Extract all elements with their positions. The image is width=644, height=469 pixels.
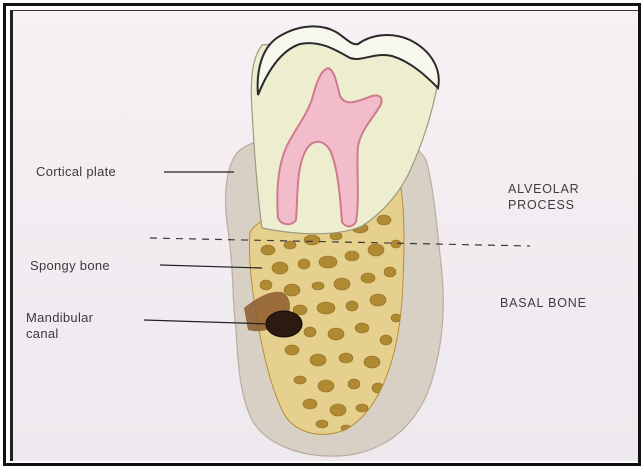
cortical-plate-label: Cortical plate bbox=[36, 164, 116, 179]
alveolar-process-label-line1: ALVEOLAR bbox=[508, 182, 579, 197]
spongy-bone-label: Spongy bone bbox=[30, 258, 110, 273]
basal-bone-label: BASAL BONE bbox=[500, 296, 587, 311]
mandibular-canal-label-line2: canal bbox=[26, 326, 59, 341]
mandibular-canal-label-line1: Mandibular bbox=[26, 310, 93, 325]
mandibular-canal-shape bbox=[266, 311, 302, 337]
alveolar-process-label-line2: PROCESS bbox=[508, 198, 575, 213]
